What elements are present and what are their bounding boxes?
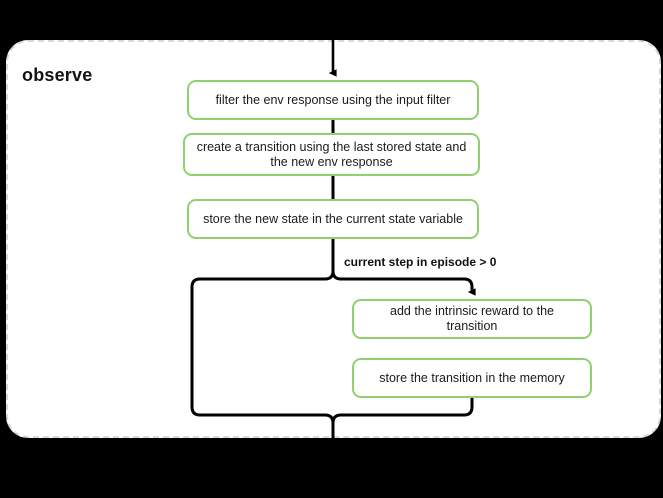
- edge-label-condition: current step in episode > 0: [344, 255, 497, 269]
- node-store-transition-memory[interactable]: store the transition in the memory: [352, 358, 592, 398]
- node-filter-env-response[interactable]: filter the env response using the input …: [187, 80, 479, 120]
- subgraph-title: observe: [22, 65, 93, 85]
- node-create-transition[interactable]: create a transition using the last store…: [183, 133, 480, 176]
- node-store-new-state[interactable]: store the new state in the current state…: [187, 199, 479, 239]
- node-add-intrinsic-reward[interactable]: add the intrinsic reward to the transiti…: [352, 299, 592, 339]
